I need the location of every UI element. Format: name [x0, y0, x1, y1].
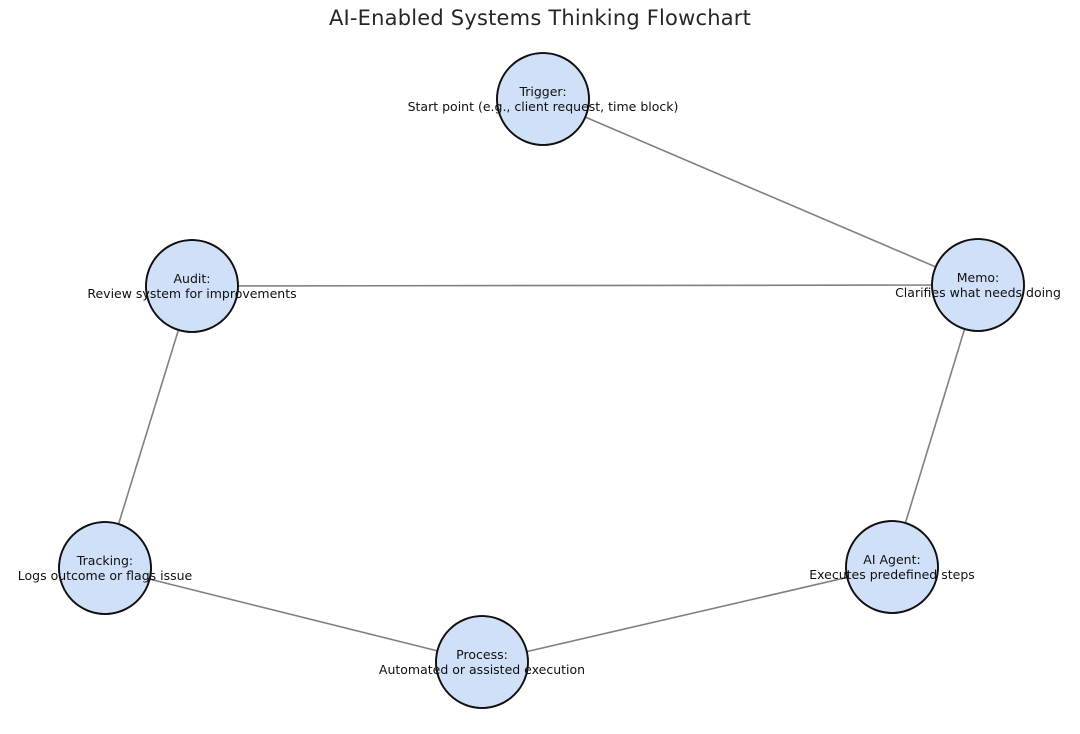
node-circle-memo[interactable] — [931, 238, 1025, 332]
node-circle-trigger[interactable] — [496, 52, 590, 146]
edge-process-tracking — [104, 567, 483, 663]
edge-memo-ai_agent — [891, 284, 979, 568]
edge-trigger-memo — [542, 98, 979, 286]
node-circle-process[interactable] — [435, 615, 529, 709]
edge-audit-memo — [191, 284, 979, 287]
page-title: AI-Enabled Systems Thinking Flowchart — [328, 6, 752, 30]
node-circle-ai_agent[interactable] — [845, 520, 939, 614]
edges-group — [104, 98, 979, 663]
edge-ai_agent-process — [481, 566, 893, 663]
edge-tracking-audit — [104, 285, 193, 569]
node-circle-tracking[interactable] — [58, 521, 152, 615]
nodes-group — [58, 52, 1025, 709]
node-circle-audit[interactable] — [145, 239, 239, 333]
